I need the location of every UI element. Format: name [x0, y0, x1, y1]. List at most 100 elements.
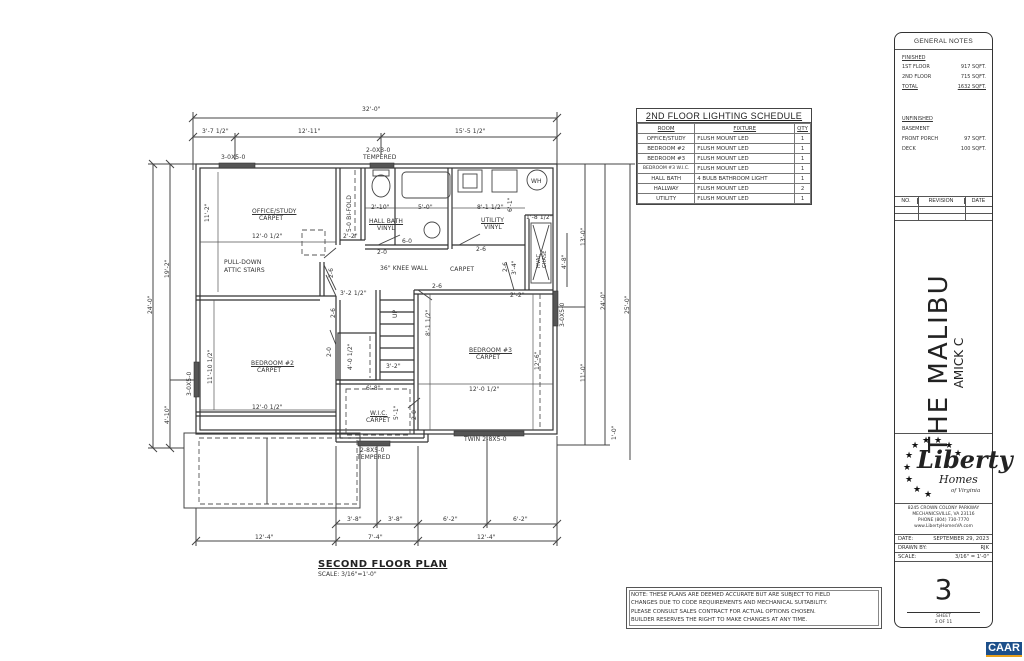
cell-qty: 1	[794, 133, 811, 144]
right-offset-dimension: 1'-0"	[611, 425, 618, 440]
door-wic: 2-0	[411, 409, 418, 420]
table-header-row: ROOM FIXTURE QTY	[636, 123, 811, 134]
project-title: THE MALIBU AMICK C	[924, 273, 966, 452]
logo-script: Liberty	[917, 445, 1013, 474]
dim-bath-2-10: 2'-10"	[371, 204, 390, 211]
cell-fixture: 4 BULB BATHROOM LIGHT	[694, 173, 796, 184]
dim-3-4: 3'-4"	[511, 260, 518, 275]
door-bath: 2-0	[377, 249, 388, 256]
drawn-by-row: DRAWN BY:RJK	[898, 545, 989, 551]
dim-2-2-chase: 2'-2"	[510, 292, 525, 299]
cell-qty: 1	[794, 193, 811, 204]
logo-region: of Virginia	[951, 488, 981, 494]
cell-fixture: FLUSH MOUNT LED	[694, 163, 796, 174]
cell-qty: 1	[794, 143, 811, 154]
cell-room: BEDROOM #3 W.I.C.	[636, 163, 696, 174]
bath-6-0-label: 6-0	[402, 238, 413, 245]
door-bed3: 2-6	[432, 283, 443, 290]
dim-linen-4-0: 4'-0 1/2"	[347, 343, 354, 370]
dim-bed3-8-1: 8'-1 1/2"	[425, 309, 432, 336]
dim-utility-1-8: 1'-8 1/2"	[526, 214, 553, 221]
lighting-schedule-title: 2ND FLOOR LIGHTING SCHEDULE	[637, 109, 811, 123]
lighting-schedule: 2ND FLOOR LIGHTING SCHEDULE ROOM FIXTURE…	[636, 108, 812, 205]
overall-width-dimension: 32'-0"	[362, 106, 381, 113]
room-hall-bath-name: HALL BATH	[369, 218, 404, 225]
room-wic-name: W.I.C.	[370, 410, 388, 417]
date-row: DATE:SEPTEMBER 29, 2023	[898, 536, 989, 542]
room-bedroom3-width: 12'-0 1/2"	[469, 386, 500, 393]
door-hall-2: 2-6	[330, 307, 337, 318]
cell-qty: 1	[794, 163, 811, 174]
cell-room: OFFICE/STUDY	[636, 133, 696, 144]
right-upper-dimension: 13'-0"	[580, 227, 587, 246]
cell-room: HALLWAY	[636, 183, 696, 194]
bifold-closet-label: 5-0 BI-FOLD	[346, 195, 353, 232]
bed3-window-label: 3-0X5-0	[559, 302, 566, 327]
unfinished-label: UNFINISHED	[902, 116, 933, 122]
door-linen: 2-0	[326, 346, 333, 357]
dim-utility-8-1: 8'-1 1/2"	[477, 204, 504, 211]
room-bedroom3-depth: 12'-6"	[534, 351, 541, 370]
wic-window-label: 2-8X5-0	[360, 447, 385, 454]
left-overall-dimension: 24'-0"	[147, 295, 154, 314]
office-window-label: 3-0X5-0	[221, 154, 246, 161]
plan-scale: SCALE: 3/16"=1'-0"	[318, 571, 377, 578]
project-name: THE MALIBU	[924, 273, 954, 453]
room-bedroom3-name: BEDROOM #3	[469, 347, 513, 354]
right-overall-25-dimension: 25'-0"	[624, 295, 631, 314]
bottom-inner-dim-4: 6'-2"	[513, 516, 528, 523]
plan-title: SECOND FLOOR PLAN	[318, 559, 448, 570]
room-bedroom2-width: 12'-0 1/2"	[252, 404, 283, 411]
room-wic-floor: CARPET	[366, 417, 391, 424]
bottom-inner-dim-2: 3'-8"	[388, 516, 403, 523]
wic-window-note: TEMPERED	[357, 454, 391, 461]
bottom-outer-dim-2: 7'-4"	[368, 534, 383, 541]
cell-fixture: FLUSH MOUNT LED	[694, 143, 796, 154]
water-heater-label: WH	[531, 178, 542, 185]
room-utility-floor: VINYL	[484, 224, 502, 231]
room-office-width: 12'-0 1/2"	[252, 233, 283, 240]
dim-wic-6-8: 6'-8"	[366, 385, 381, 392]
revision-table-header: NO. REVISION DATE	[895, 198, 992, 204]
room-bedroom3-floor: CARPET	[476, 354, 501, 361]
caar-watermark: CAAR	[986, 642, 1022, 657]
hvac-chase-label-2: CHASE	[542, 250, 548, 268]
disclaimer-line: PLEASE CONSULT SALES CONTRACT FOR ACTUAL…	[631, 608, 816, 615]
dim-stairs-3-2: 3'-2"	[386, 363, 401, 370]
table-row: BEDROOM #2 FLUSH MOUNT LED 1	[636, 143, 811, 154]
cell-room: UTILITY	[636, 193, 696, 204]
revision-date-header: DATE	[971, 198, 986, 204]
dim-hall-3-2: 3'-2 1/2"	[340, 290, 367, 297]
project-elevation: AMICK C	[952, 337, 966, 389]
dim-bath-5-0: 5'-0"	[418, 204, 433, 211]
header-room: ROOM	[636, 123, 696, 134]
cell-fixture: FLUSH MOUNT LED	[694, 193, 796, 204]
dim-closet-2-2: 2'-2"	[343, 233, 358, 240]
disclaimer-line: BUILDER RESERVES THE RIGHT TO MAKE CHANG…	[631, 617, 808, 624]
cell-room: HALL BATH	[636, 173, 696, 184]
table-row: BEDROOM #3 FLUSH MOUNT LED 1	[636, 153, 811, 164]
table-row: UTILITY FLUSH MOUNT LED 1	[636, 193, 811, 204]
room-office-name: OFFICE/STUDY	[252, 208, 297, 215]
room-bedroom2-depth: 11'-10 1/2"	[207, 349, 214, 384]
table-row: BEDROOM #3 W.I.C. FLUSH MOUNT LED 1	[636, 163, 811, 174]
cell-fixture: FLUSH MOUNT LED	[694, 183, 796, 194]
revision-header: REVISION	[918, 198, 965, 204]
disclaimer-line: CHANGES DUE TO CODE REQUIREMENTS AND MEC…	[631, 600, 828, 607]
revision-no-header: NO.	[895, 198, 918, 204]
builder-address: 8245 CROWN COLONY PARKWAY MECHANICSVILLE…	[907, 506, 980, 529]
bath-window-label: 2-0X3-0	[366, 147, 391, 154]
room-bedroom2-name: BEDROOM #2	[251, 360, 295, 367]
unfinished-basement: BASEMENT	[902, 126, 930, 132]
left-upper-dimension: 19'-2"	[164, 259, 171, 278]
right-lower-dimension: 11'-0"	[580, 363, 587, 382]
table-row: OFFICE/STUDY FLUSH MOUNT LED 1	[636, 133, 811, 144]
sheet-number: 3	[934, 573, 953, 606]
left-lower-dimension: 4'-10"	[164, 405, 171, 424]
bottom-inner-dim-1: 3'-8"	[347, 516, 362, 523]
room-hallway-floor: CARPET	[450, 266, 475, 273]
liberty-homes-logo: ★ ★ ★ ★ ★ ★ ★ ★ ★ ★ Liberty Homes of Vir…	[903, 435, 1013, 499]
top-dimension-2: 12'-11"	[298, 128, 321, 135]
